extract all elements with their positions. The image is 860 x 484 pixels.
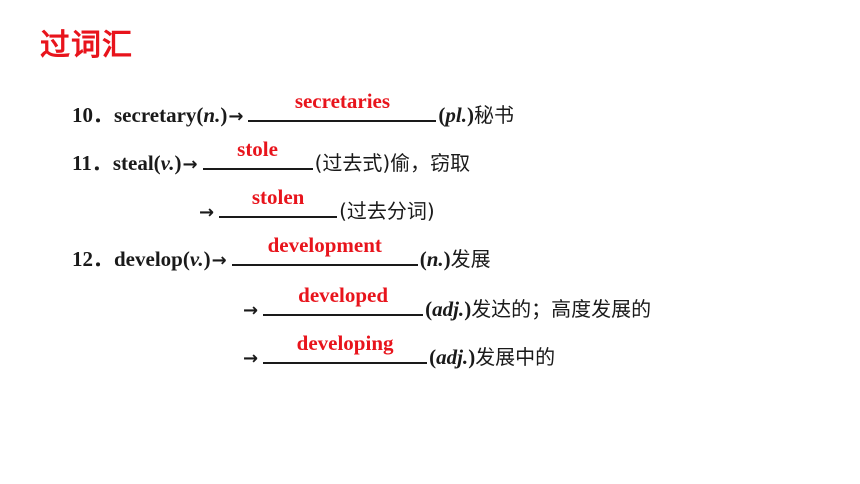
answer-blank[interactable]: stole <box>202 137 313 170</box>
meaning-text: 发达的；高度发展的 <box>471 297 652 321</box>
paren-close: ) <box>443 247 451 271</box>
paren-close: ) <box>464 297 472 321</box>
base-word: steal <box>112 151 154 175</box>
paren-close: ) <box>467 103 475 127</box>
arrow-icon: → <box>243 348 259 369</box>
base-word: secretary <box>114 103 197 127</box>
answer-text: developing <box>296 331 394 355</box>
paren-open: ( <box>429 345 437 369</box>
answer-blank[interactable]: stolen <box>219 185 338 218</box>
answer-blank[interactable]: development <box>231 233 418 266</box>
answer-text: stolen <box>251 185 305 209</box>
answer-blank[interactable]: developed <box>263 283 424 316</box>
arrow-icon: → <box>211 250 227 271</box>
form-label: n. <box>426 247 444 271</box>
part-of-speech: n. <box>203 103 221 127</box>
arrow-icon: → <box>243 300 259 321</box>
answer-text: developed <box>298 283 389 307</box>
item-number: 10． <box>72 103 114 127</box>
base-word: develop <box>114 247 183 271</box>
arrow-icon: → <box>228 106 244 127</box>
form-label: pl. <box>445 103 468 127</box>
part-of-speech: v. <box>189 247 204 271</box>
paren-close: ) <box>468 345 476 369</box>
vocab-item-12: 12． develop (v.) → development (n.) 发展 <box>72 233 491 273</box>
paren-open: ( <box>438 103 446 127</box>
meaning-text: 秘书 <box>474 103 515 127</box>
vocab-item-11: 11． steal (v.) → stole (过去式)偷，窃取 <box>72 137 471 177</box>
form-label: adj. <box>432 297 465 321</box>
vocab-item-10: 10． secretary (n.) → secretaries (pl.) 秘… <box>72 89 515 129</box>
paren-open: ( <box>196 103 204 127</box>
vocab-item-12b: → developed (adj.) 发达的；高度发展的 <box>242 283 652 322</box>
item-number: 11． <box>72 151 113 175</box>
form-label: adj. <box>436 345 469 369</box>
answer-text: secretaries <box>294 89 391 113</box>
vocab-item-11b: → stolen (过去分词) <box>198 185 435 224</box>
paren-open: ( <box>153 151 161 175</box>
vocab-item-12c: → developing (adj.) 发展中的 <box>242 331 556 370</box>
paren-close: ) <box>174 151 182 175</box>
section-title: 过词汇 <box>40 28 133 63</box>
arrow-icon: → <box>199 202 215 223</box>
paren-open: ( <box>425 297 433 321</box>
paren-open: ( <box>419 247 427 271</box>
meaning-text: (过去分词) <box>339 199 435 223</box>
meaning-text: 发展 <box>450 247 491 271</box>
paren-close: ) <box>220 103 228 127</box>
answer-blank[interactable]: developing <box>263 331 428 364</box>
arrow-icon: → <box>182 154 198 175</box>
answer-text: stole <box>237 137 278 161</box>
answer-text: development <box>267 233 382 257</box>
answer-blank[interactable]: secretaries <box>248 89 437 122</box>
paren-open: ( <box>182 247 190 271</box>
meaning-text: (过去式)偷，窃取 <box>314 151 471 175</box>
part-of-speech: v. <box>160 151 175 175</box>
meaning-text: 发展中的 <box>475 345 556 369</box>
item-number: 12． <box>72 247 114 271</box>
paren-close: ) <box>203 247 211 271</box>
